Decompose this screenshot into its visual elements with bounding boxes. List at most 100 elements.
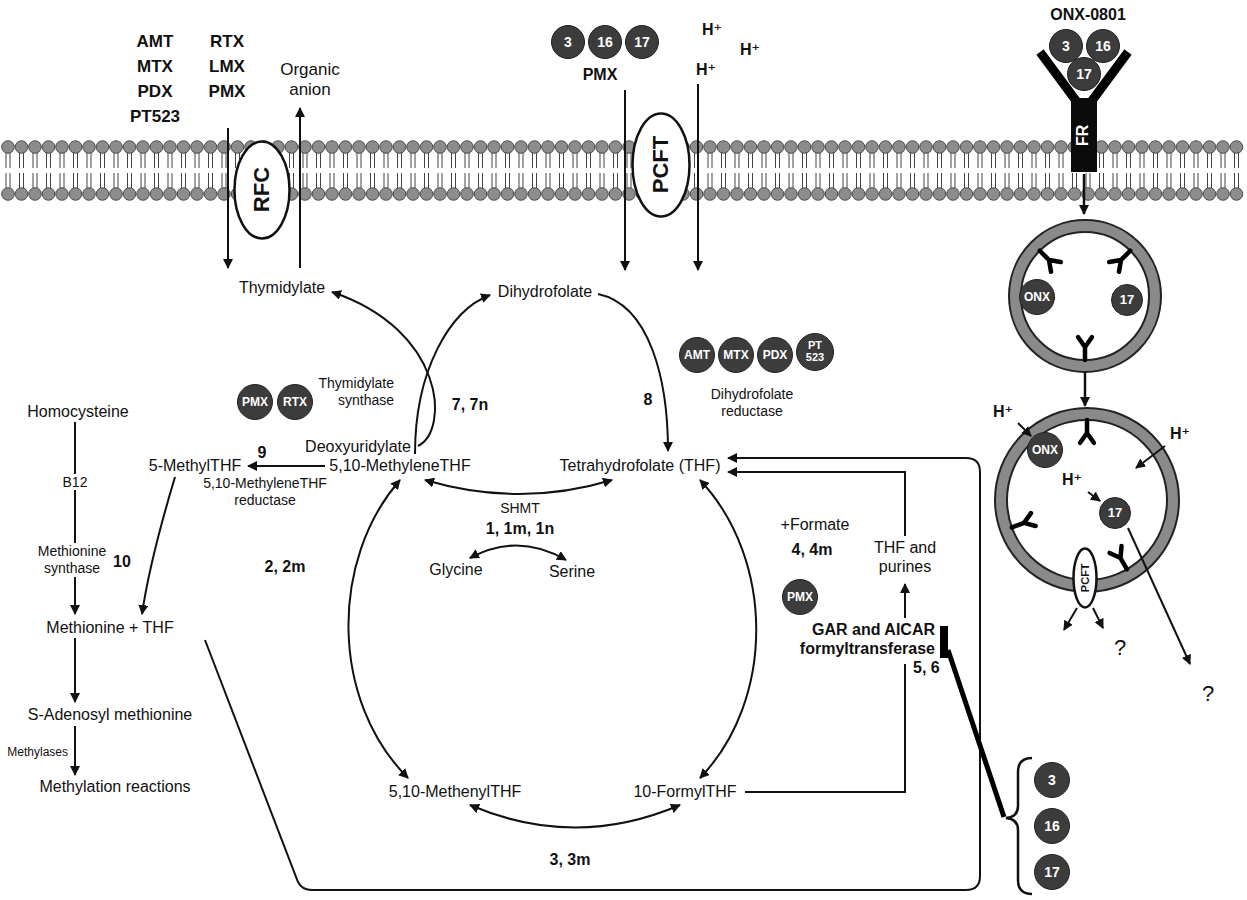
- transport-arrow: [624, 90, 626, 270]
- lipid-tail: [1211, 153, 1212, 168]
- lipid-tail: [532, 173, 533, 188]
- lipid-tail: [388, 153, 389, 168]
- transport-label: Organic anion: [274, 60, 346, 100]
- drug-circle: RTX: [277, 384, 313, 420]
- lipid-tail: [1198, 173, 1199, 188]
- lipid-head: [866, 141, 879, 154]
- lipid-tail: [1049, 173, 1050, 188]
- lipid-tail: [1005, 173, 1006, 188]
- enzyme-label: Thymidylate synthase: [308, 375, 395, 408]
- lipid-tail: [748, 173, 749, 188]
- lipid-tail: [725, 173, 726, 188]
- lipid-head: [852, 141, 865, 154]
- reaction-arrow: [142, 477, 175, 614]
- receptor-symbols: [1012, 52, 1130, 569]
- lipid-head: [191, 141, 204, 154]
- endosome-ring: [1015, 226, 1155, 366]
- reaction-arrow: [348, 480, 408, 778]
- lipid-tail: [1184, 173, 1185, 188]
- endosome: [1001, 226, 1173, 586]
- drug-name: PDX: [137, 82, 174, 102]
- inhibition-bar: [940, 626, 948, 658]
- lipid-tail: [195, 153, 196, 168]
- lipid-tail: [775, 173, 776, 188]
- lipid-tail: [303, 153, 304, 168]
- conjugate-circle: 16: [1086, 29, 1120, 63]
- inhibitor-circle: 16: [588, 25, 622, 59]
- lipid-tail: [330, 153, 331, 168]
- lipid-head: [1014, 141, 1027, 154]
- lipid-tail: [856, 173, 857, 188]
- lipid-tail: [600, 153, 601, 168]
- lipid-tail: [964, 153, 965, 168]
- lipid-head: [704, 188, 717, 201]
- lipid-tail: [914, 153, 915, 168]
- proton-label: H⁺: [1061, 471, 1083, 490]
- lipid-tail: [523, 173, 524, 188]
- proton-label: H⁺: [739, 41, 761, 60]
- lipid-head: [164, 188, 177, 201]
- lipid-head: [312, 188, 325, 201]
- lipid-head: [839, 141, 852, 154]
- lipid-tail: [208, 153, 209, 168]
- lipid-head: [987, 141, 1000, 154]
- lipid-head: [758, 188, 771, 201]
- circle-fill: [238, 385, 273, 420]
- node-label: PCFT: [1079, 564, 1091, 593]
- lipid-head: [474, 141, 487, 154]
- metabolite-label: Serine: [548, 563, 596, 582]
- receptor-symbol: [1012, 513, 1036, 527]
- lipid-tail: [303, 173, 304, 188]
- lipid-head: [906, 188, 919, 201]
- lipid-tail: [465, 173, 466, 188]
- cofactor-label: B12: [62, 474, 89, 491]
- lipid-tail: [19, 173, 20, 188]
- enzyme-label: SHMT: [499, 500, 541, 517]
- lipid-tail: [1144, 173, 1145, 188]
- endocytosis-arrow: [1083, 174, 1086, 214]
- lipid-head: [2, 141, 15, 154]
- lipid-tail: [1171, 173, 1172, 188]
- metabolite-label: 10-FormylTHF: [632, 783, 737, 802]
- node-label: RFC: [250, 167, 273, 212]
- lipid-head: [447, 141, 460, 154]
- lipid-tail: [50, 173, 51, 188]
- lipid-tail: [631, 173, 632, 188]
- lipid-tail: [573, 153, 574, 168]
- metabolite-label: Deoxyuridylate: [304, 438, 412, 457]
- lipid-head: [488, 188, 501, 201]
- lipid-tail: [627, 153, 628, 168]
- lipid-tail: [104, 153, 105, 168]
- drug-circle: 17: [1111, 284, 1143, 316]
- lipid-head: [798, 141, 811, 154]
- node-label: ONX: [1032, 444, 1058, 457]
- lipid-tail: [185, 173, 186, 188]
- lipid-tail: [523, 153, 524, 168]
- lipid-tail: [208, 173, 209, 188]
- lipid-tail: [820, 173, 821, 188]
- lipid-tail: [438, 153, 439, 168]
- lipid-tail: [118, 153, 119, 168]
- lipid-head: [204, 141, 217, 154]
- lipid-tail: [185, 153, 186, 168]
- lipid-head: [555, 141, 568, 154]
- lipid-head: [1028, 141, 1041, 154]
- node-label: 3: [1048, 773, 1056, 788]
- lipid-tail: [428, 173, 429, 188]
- lipid-tail: [307, 173, 308, 188]
- lipid-tail: [941, 153, 942, 168]
- lipid-tail: [847, 173, 848, 188]
- reaction-number: 9: [257, 444, 268, 463]
- reaction-number: 3, 3m: [549, 851, 592, 870]
- lipid-tail: [1238, 173, 1239, 188]
- lipid-tail: [23, 173, 24, 188]
- reaction-arrows: [75, 84, 1190, 894]
- reaction-arrow: [332, 292, 435, 446]
- lipid-head: [515, 188, 528, 201]
- lipid-tail: [789, 173, 790, 188]
- lipid-head: [731, 141, 744, 154]
- lipid-head: [326, 188, 339, 201]
- lipid-head: [353, 141, 366, 154]
- question-mark: ?: [1201, 681, 1215, 707]
- lipid-tail: [1194, 173, 1195, 188]
